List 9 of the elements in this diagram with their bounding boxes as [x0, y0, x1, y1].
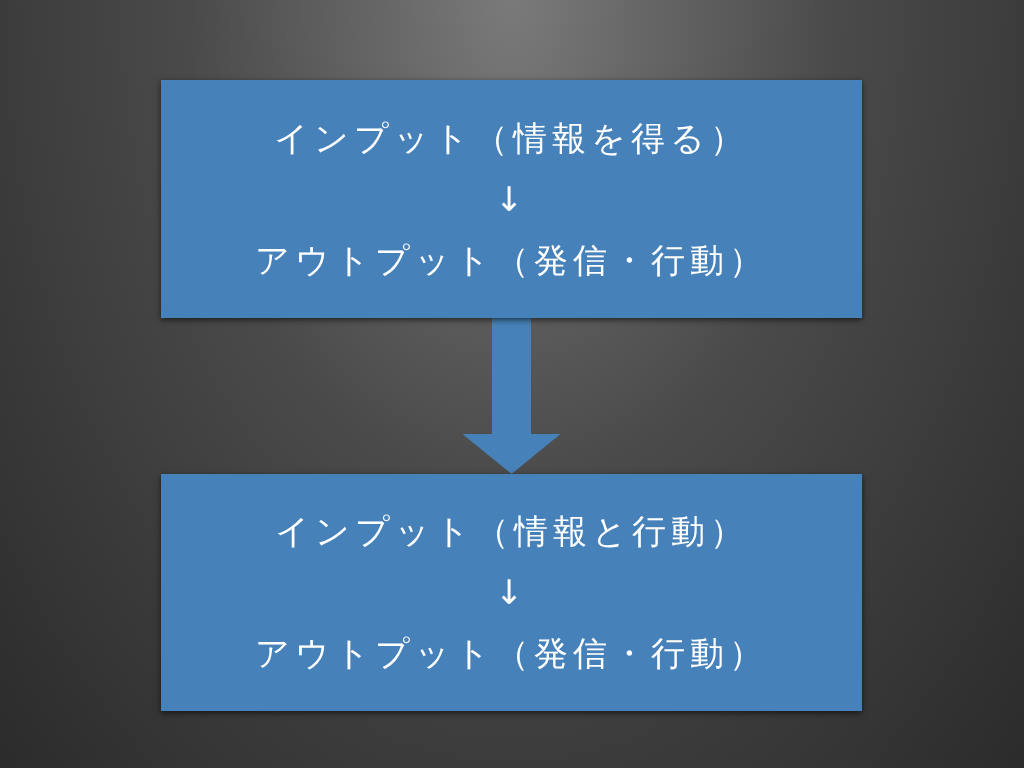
box-text: インプット（情報を得る） [274, 116, 749, 160]
process-box [161, 474, 862, 711]
arrow [462, 318, 561, 474]
box-text: アウトプット（発信・行動） [255, 632, 768, 675]
box-text: インプット（情報と行動） [274, 510, 749, 553]
box-text: アウトプット（発信・行動） [255, 238, 768, 282]
process-box [161, 80, 862, 318]
arrow-symbol-text: ↓ [494, 177, 529, 221]
arrow-symbol-text: ↓ [494, 571, 529, 614]
